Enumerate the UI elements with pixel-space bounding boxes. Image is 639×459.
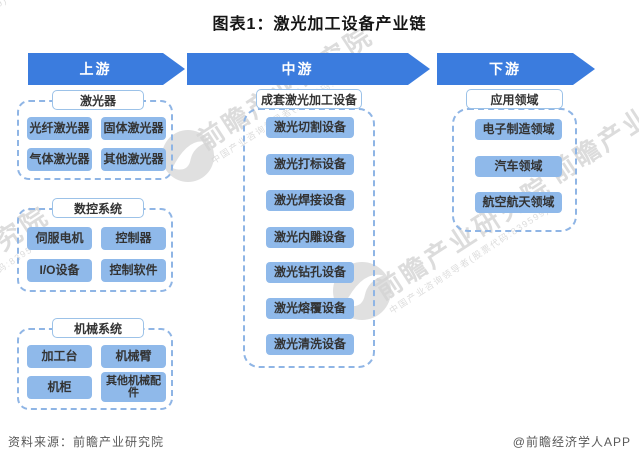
item-aerospace-field: 航空航天领域 — [475, 192, 562, 213]
item-servo-motor: 伺服电机 — [27, 227, 92, 250]
group-application — [452, 108, 577, 232]
group-laser-title: 激光器 — [52, 90, 144, 110]
item-solid-laser: 固体激光器 — [101, 117, 166, 140]
group-cnc-title: 数控系统 — [52, 198, 144, 218]
item-fiber-laser: 光纤激光器 — [27, 117, 92, 140]
arrow-downstream: 下游 — [437, 53, 595, 85]
item-other-laser: 其他激光器 — [101, 148, 166, 171]
item-other-mech-parts: 其他机械配件 — [101, 372, 166, 402]
item-electronics-field: 电子制造领域 — [475, 119, 562, 140]
item-control-software: 控制软件 — [101, 259, 166, 282]
arrow-upstream: 上游 — [28, 53, 185, 85]
item-laser-cladding: 激光熔覆设备 — [266, 298, 354, 319]
group-application-title: 应用领域 — [466, 89, 563, 109]
arrow-midstream: 中游 — [187, 53, 430, 85]
credit-label: @前瞻经济学人APP — [512, 435, 631, 449]
page-title: 图表1：激光加工设备产业链 — [212, 16, 427, 33]
item-robot-arm: 机械臂 — [101, 345, 166, 368]
group-laser-equipment-title: 成套激光加工设备 — [256, 89, 362, 109]
source-label: 资料来源：前瞻产业研究院 — [8, 435, 165, 449]
group-laser-equipment — [243, 108, 375, 368]
item-controller: 控制器 — [101, 227, 166, 250]
item-cabinet: 机柜 — [27, 376, 92, 399]
item-laser-welding: 激光焊接设备 — [266, 190, 354, 211]
item-automotive-field: 汽车领域 — [475, 156, 562, 177]
item-laser-marking: 激光打标设备 — [266, 154, 354, 175]
item-laser-drilling: 激光钻孔设备 — [266, 262, 354, 283]
group-mechanical-title: 机械系统 — [52, 318, 144, 338]
item-laser-cleaning: 激光清洗设备 — [266, 334, 354, 355]
item-io-device: I/O设备 — [27, 259, 92, 282]
item-gas-laser: 气体激光器 — [27, 148, 92, 171]
item-laser-cutting: 激光切割设备 — [266, 117, 354, 138]
item-worktable: 加工台 — [27, 345, 92, 368]
item-laser-engraving: 激光内雕设备 — [266, 227, 354, 248]
